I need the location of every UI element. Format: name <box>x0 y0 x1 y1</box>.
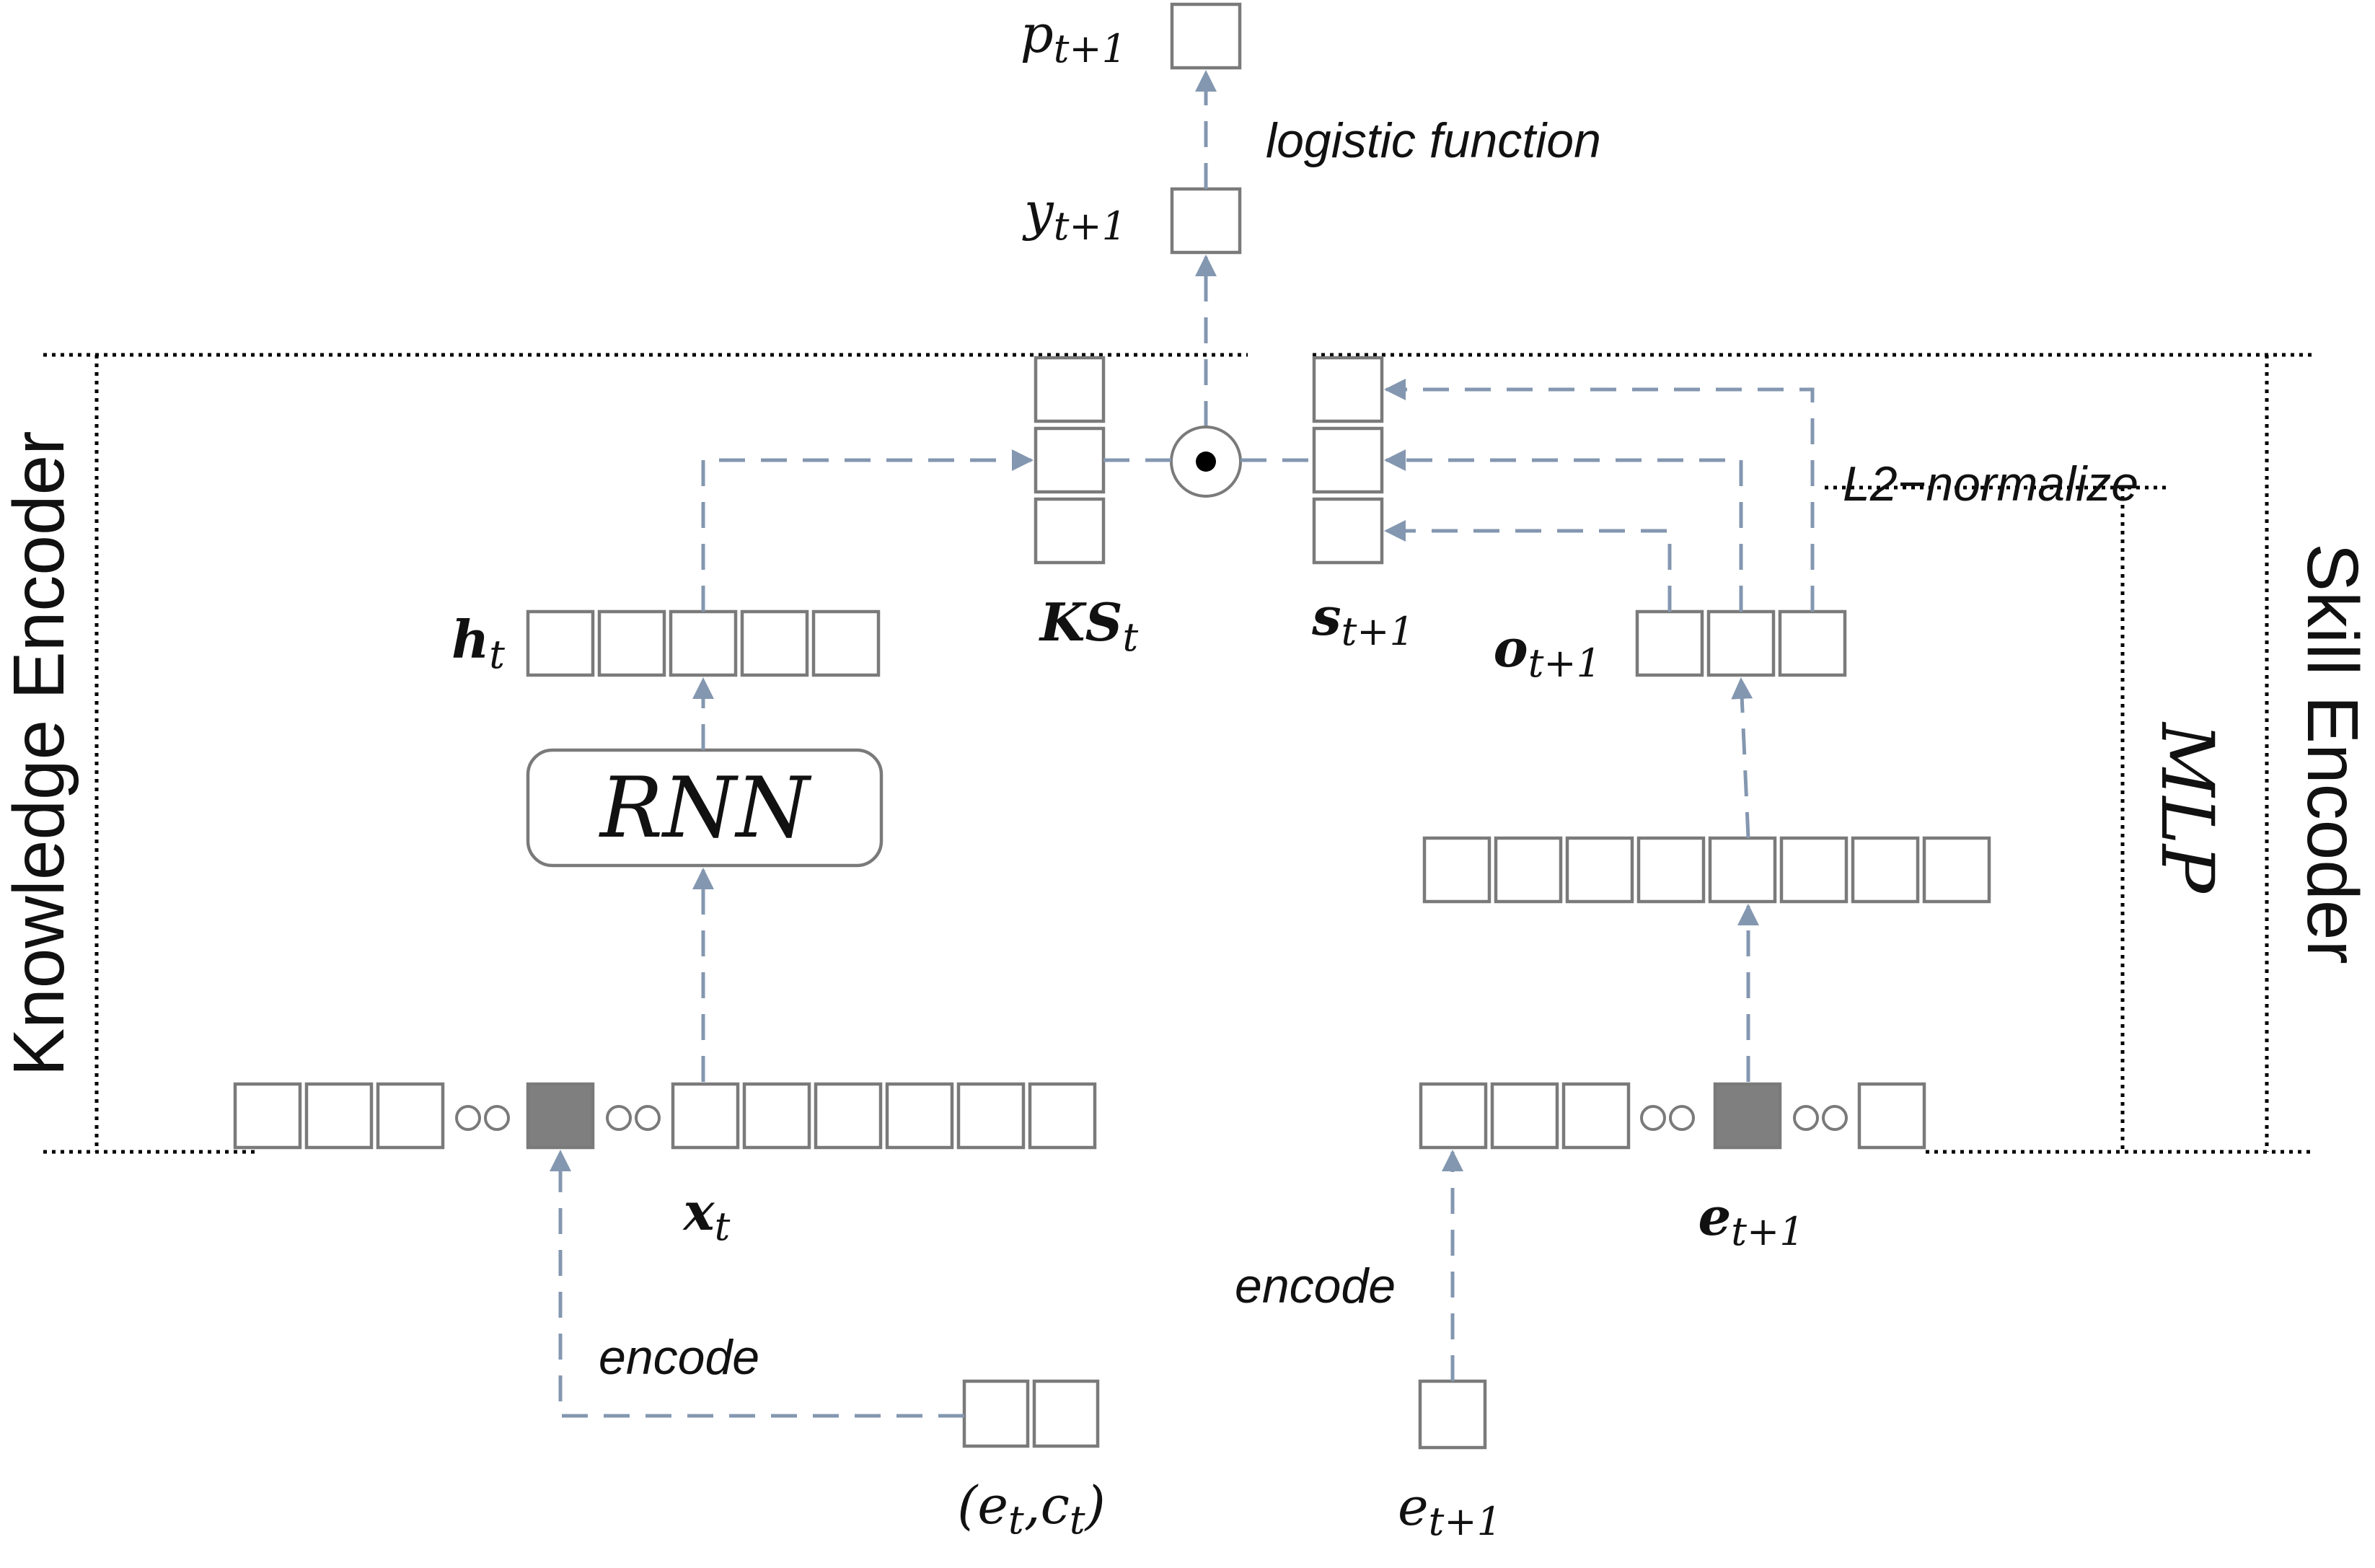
e-vector-label: et+1 <box>1698 1186 1804 1254</box>
arrow-pair-to-x <box>550 1150 964 1418</box>
e-vector <box>1419 1082 1926 1150</box>
arrow-hidden-to-o <box>1731 677 1753 839</box>
s-cell-3 <box>1312 497 1384 565</box>
p-cell <box>1170 2 1242 70</box>
arrow-h-to-ks <box>701 449 1034 612</box>
encode-left-label: encode <box>599 1330 759 1385</box>
mlp-bracket <box>1825 485 2171 1152</box>
o-label: ot+1 <box>1494 617 1601 686</box>
s-cell-1 <box>1312 356 1384 423</box>
ks-cell-2 <box>1034 426 1106 494</box>
rnn-block: RNN <box>526 748 884 868</box>
l2-normalize-label: L2−normalize <box>1843 457 2138 511</box>
o-vector <box>1635 609 1847 677</box>
skill-encoder-bracket <box>1313 353 2315 1154</box>
p-label: pt+1 <box>1021 4 1127 71</box>
arrow-o1-to-s3 <box>1384 520 1672 612</box>
ks-cell-1 <box>1034 356 1106 423</box>
s-cell-2 <box>1312 426 1384 494</box>
pair-label: (et,ct) <box>957 1475 1105 1543</box>
e-input-label: et+1 <box>1398 1476 1502 1544</box>
h-vector <box>526 609 881 677</box>
mlp-label: MLP <box>2145 721 2229 894</box>
dot-product-operator <box>1170 426 1242 498</box>
pair-cell-c <box>1032 1379 1100 1448</box>
pair-cell-e <box>962 1379 1030 1448</box>
ks-cell-3 <box>1034 497 1106 565</box>
arrow-o3-to-s1 <box>1384 379 1815 612</box>
y-cell <box>1170 187 1242 255</box>
x-label: xt <box>682 1181 731 1249</box>
y-label: yt+1 <box>1022 181 1127 249</box>
s-label: st+1 <box>1311 586 1414 654</box>
logistic-function-label: logistic function <box>1266 113 1601 168</box>
arrow-o2-to-s2 <box>1384 449 1743 612</box>
svg-text:RNN: RNN <box>599 759 812 857</box>
e-input-cell <box>1418 1379 1487 1450</box>
knowledge-encoder-title: Knowledge Encoder <box>0 431 79 1076</box>
x-vector <box>233 1082 1097 1150</box>
skill-encoder-title: Skill Encoder <box>2292 543 2373 964</box>
mlp-hidden-vector <box>1422 836 1991 904</box>
ks-label: KSt <box>1039 591 1139 660</box>
encode-right-label: encode <box>1235 1259 1396 1313</box>
knowledge-encoder-bracket <box>43 353 1248 1154</box>
h-label: ht <box>451 609 505 677</box>
